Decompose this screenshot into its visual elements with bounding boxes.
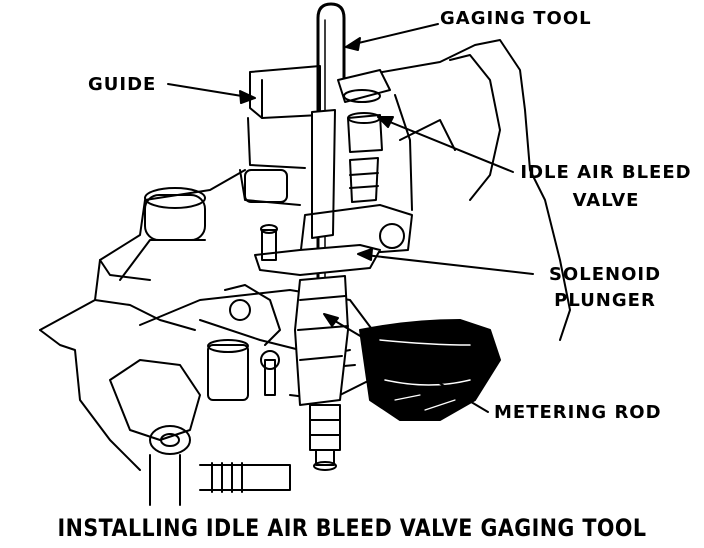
threaded-fitting — [199, 464, 291, 491]
metering-rod-stack — [294, 275, 349, 406]
leader-gaging-tool — [349, 23, 439, 46]
lower-bracket — [109, 359, 201, 441]
leader-solenoid-plunger — [364, 254, 534, 275]
label-solenoid-line2: PLUNGER — [554, 290, 656, 311]
vacuum-hose — [359, 319, 501, 421]
label-idle-air-bleed-line1: IDLE AIR BLEED — [520, 162, 692, 183]
valve-cap — [337, 69, 391, 103]
figure-caption: INSTALLING IDLE AIR BLEED VALVE GAGING T… — [57, 514, 647, 542]
label-metering-rod: METERING ROD — [494, 402, 662, 423]
leader-metering-rod — [329, 317, 489, 413]
housing-inner — [449, 54, 501, 201]
linkage-arm — [199, 319, 301, 351]
housing-outline — [364, 39, 571, 341]
leader-guide — [167, 83, 249, 98]
idle-air-bleed-valve — [347, 114, 383, 153]
label-idle-air-bleed-line2: VALVE — [572, 190, 640, 211]
solenoid-can — [207, 344, 249, 401]
label-guide: GUIDE — [88, 74, 157, 95]
leader-idle-air-bleed — [384, 119, 514, 173]
gaging-tool-handle — [311, 109, 336, 239]
left-boss — [144, 194, 206, 241]
housing-ridge — [394, 94, 413, 211]
jet-lower — [309, 404, 341, 451]
plunger-bracket — [254, 244, 381, 276]
label-gaging-tool: GAGING TOOL — [440, 8, 592, 29]
label-solenoid-line1: SOLENOID — [548, 264, 662, 285]
gaging-tool-wire — [316, 2, 346, 302]
guide-block — [249, 65, 321, 119]
